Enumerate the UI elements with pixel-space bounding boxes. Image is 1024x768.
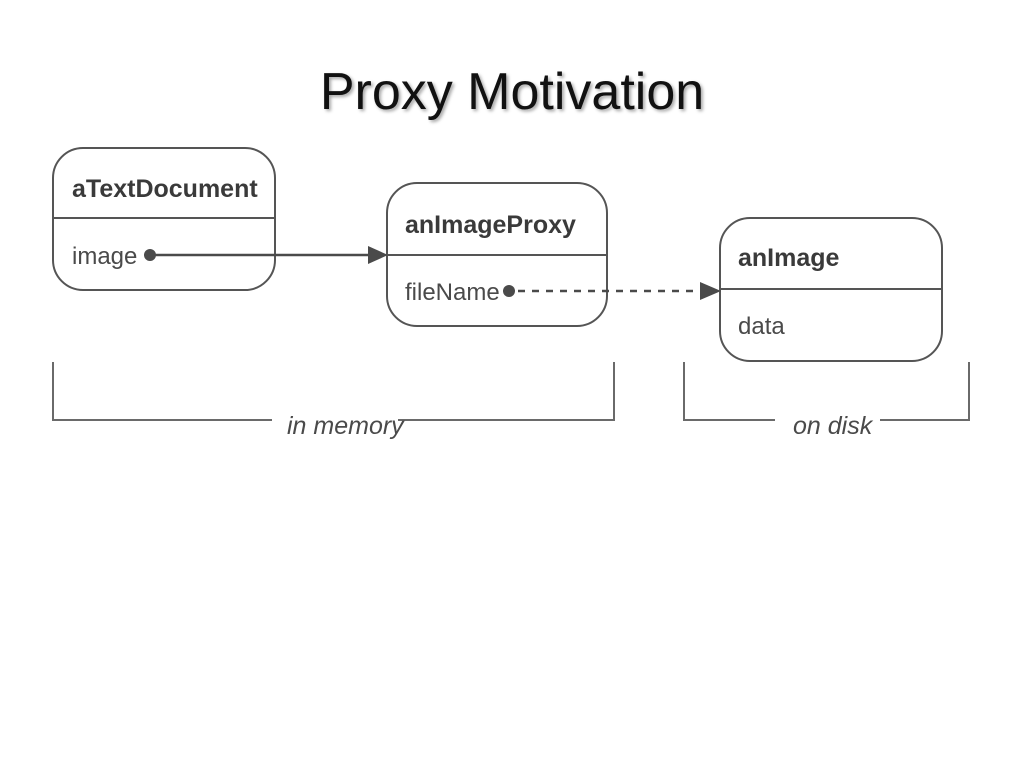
object-animageproxy: anImageProxy fileName bbox=[386, 182, 608, 327]
group-bracket-in-memory: in memory bbox=[52, 362, 615, 440]
object-name: anImageProxy bbox=[405, 211, 576, 239]
reference-arrow-solid bbox=[144, 246, 388, 264]
object-name: anImage bbox=[738, 244, 840, 272]
arrowhead-icon bbox=[700, 282, 721, 300]
object-animage: anImage data bbox=[719, 217, 943, 362]
reference-origin-dot bbox=[503, 285, 515, 297]
object-attribute: fileName bbox=[405, 279, 500, 306]
object-attribute: image bbox=[72, 243, 137, 270]
group-label: in memory bbox=[287, 412, 405, 440]
object-atextdocument: aTextDocument image bbox=[52, 147, 276, 291]
slide-title: Proxy Motivation bbox=[319, 63, 705, 121]
object-attribute: data bbox=[738, 313, 785, 340]
reference-arrow-dashed bbox=[503, 282, 721, 300]
arrowhead-icon bbox=[368, 246, 388, 264]
object-name: aTextDocument bbox=[72, 175, 258, 203]
group-bracket-on-disk: on disk bbox=[683, 362, 970, 440]
group-label: on disk bbox=[793, 412, 874, 440]
